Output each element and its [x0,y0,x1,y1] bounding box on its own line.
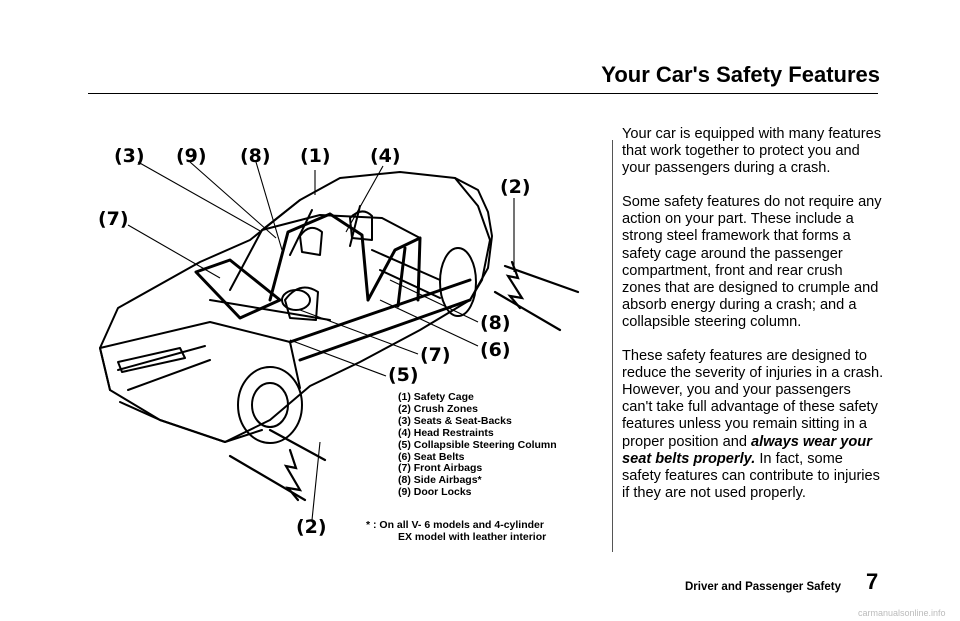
paragraph-3-start: These safety features are designed to re… [622,348,884,450]
callout-7-left: (7) [98,208,129,230]
callout-5: (5) [388,364,419,386]
legend-item: (1) Safety Cage [398,391,474,403]
callout-3: (3) [114,145,145,167]
legend-item: (6) Seat Belts [398,450,465,463]
callout-8: (8) [240,145,271,167]
legend-item: (5) Collapsible Steering Column [398,438,557,451]
figure-legend: (1) Safety Cage (2) Crush Zones (3) Seat… [398,391,557,499]
callout-4: (4) [370,145,401,167]
column-divider [612,140,613,552]
watermark: carmanualsonline.info [858,608,946,618]
callout-8-right: (8) [480,312,511,334]
footnote-line-2: EX model with leather interior [398,531,547,543]
legend-item: (8) Side Airbags* [398,474,482,487]
callout-2-front: (2) [296,516,327,538]
callout-2-rear: (2) [500,176,531,198]
callout-1: (1) [300,145,331,167]
callout-9: (9) [176,145,207,167]
legend-item: (4) Head Restraints [398,426,494,439]
legend-item: (2) Crush Zones [398,402,478,415]
page-title: Your Car's Safety Features [601,62,880,87]
header-rule [88,93,878,94]
body-text: Your car is equipped with many features … [622,126,884,519]
paragraph-2: Some safety features do not require any … [622,194,882,330]
legend-item: (7) Front Airbags [398,462,483,475]
paragraph-1: Your car is equipped with many features … [622,126,882,177]
callout-6: (6) [480,339,511,361]
figure-footnote: * : On all V- 6 models and 4-cylinder EX… [366,519,546,543]
legend-item: (3) Seats & Seat-Backs [398,414,512,427]
legend-item: (9) Door Locks [398,486,472,499]
section-label: Driver and Passenger Safety [685,581,841,593]
seat-belt-emphasis: always wear your seat belts properly. [622,433,872,467]
callout-7-center: (7) [420,344,451,366]
page-number: 7 [866,569,879,594]
paragraph-3-end: In fact, some safety features can contri… [622,450,880,501]
footnote-line-1: * : On all V- 6 models and 4-cylinder [366,519,544,531]
paragraph-3: These safety features are designed to re… [622,348,884,502]
